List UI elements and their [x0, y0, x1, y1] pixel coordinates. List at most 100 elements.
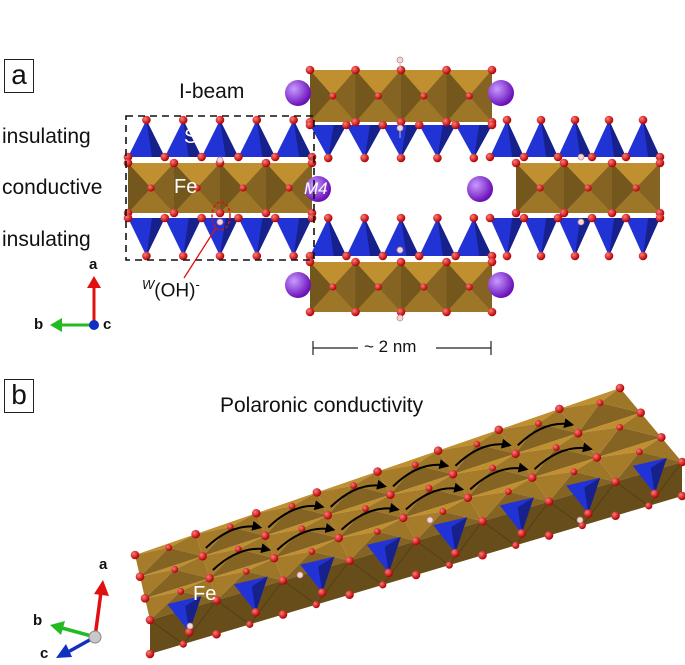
fe-octahedron-face	[355, 96, 401, 122]
si-tetrahedron-shade	[650, 457, 667, 494]
si-tetrahedron-shade	[643, 120, 660, 157]
fe-edge	[216, 599, 251, 625]
oxygen-atom	[160, 213, 170, 223]
fe-octahedron-face	[316, 471, 378, 493]
fe-octahedron-face	[612, 163, 636, 213]
oxygen-atom	[145, 615, 155, 625]
m4-cation	[285, 272, 311, 298]
oxygen-atom	[147, 184, 155, 192]
fe-octahedron-face	[596, 437, 662, 458]
fe-octahedron-face	[446, 70, 470, 122]
oxygen-atom	[411, 461, 419, 469]
fe-octahedron-face	[446, 287, 492, 312]
axis-label-a-center: c	[103, 316, 112, 333]
fe-edge	[382, 540, 417, 586]
hop-arrow	[329, 479, 388, 508]
si-tetrahedron-shade	[183, 120, 202, 157]
fe-octahedron-face	[266, 188, 312, 213]
oxygen-atom	[177, 587, 185, 595]
oxygen-atom	[511, 208, 521, 218]
oxygen-atom	[142, 115, 151, 125]
oh-dashed-circle	[211, 201, 231, 231]
si-tetrahedron-shade	[507, 120, 524, 157]
oxygen-atom	[638, 115, 648, 125]
oxygen-atom	[611, 477, 620, 487]
oxygen-atom	[373, 528, 381, 535]
oxygen-atom	[445, 561, 453, 569]
fe-octahedron-face	[452, 467, 493, 498]
fe-octahedron-face	[588, 163, 612, 213]
oxygen-atom	[655, 213, 665, 223]
fe-octahedron-face	[266, 163, 312, 188]
oxygen-atom	[198, 551, 207, 561]
oxygen-atom	[215, 208, 225, 218]
oxygen-atom	[239, 184, 247, 192]
fe-octahedron-face	[401, 287, 447, 312]
si-tetrahedron-shade	[473, 218, 492, 256]
oxygen-atom	[261, 158, 271, 168]
si-tetrahedron-shade	[541, 218, 558, 256]
oxygen-atom	[329, 92, 337, 100]
ibeam-dashed-box	[125, 115, 315, 261]
oxygen-atom	[360, 213, 369, 223]
oxygen-atom	[604, 251, 614, 261]
fe-octahedron-face	[446, 262, 492, 287]
axis-glyph-b	[50, 580, 109, 658]
fe-octahedron-face	[573, 457, 616, 482]
oxygen-atom	[587, 152, 597, 162]
oxygen-atom	[345, 556, 354, 566]
oxygen-atom	[512, 541, 520, 549]
oxygen-atom	[278, 576, 288, 585]
hydrogen-atom	[396, 246, 404, 254]
fe-octahedron-face	[401, 70, 424, 122]
hydrogen-atom	[216, 156, 224, 164]
fe-octahedron-face	[377, 450, 439, 472]
fe-octahedron-face	[469, 262, 492, 312]
oxygen-atom	[544, 531, 554, 540]
fe-octahedron-face	[197, 163, 220, 213]
fe-octahedron-face	[289, 163, 312, 213]
si-tetrahedron-shade	[328, 125, 347, 158]
si-tetrahedron-shade	[437, 218, 456, 256]
oxygen-atom	[226, 523, 234, 531]
fe-octahedron-face	[401, 262, 424, 312]
si-tetrahedron-shade	[541, 120, 558, 157]
fe-octahedron-face	[220, 188, 266, 213]
panel-letter-a: a	[4, 59, 34, 93]
oxygen-atom	[197, 152, 206, 162]
fe-octahedron-face	[310, 96, 356, 122]
oxygen-atom	[171, 566, 179, 573]
hop-arrow	[205, 520, 263, 549]
oxygen-atom	[193, 184, 201, 192]
oxygen-atom	[544, 497, 554, 506]
si-tetrahedron-shade	[575, 120, 592, 157]
fe-side-face	[216, 580, 283, 635]
oxygen-atom	[178, 251, 188, 261]
oxygen-atom	[329, 283, 337, 291]
fe-octahedron-face	[378, 70, 401, 122]
oxygen-atom	[396, 117, 406, 127]
oxygen-atom	[511, 449, 520, 458]
oxygen-atom	[489, 464, 496, 472]
polaron-hop-arrows	[205, 418, 593, 571]
fe-octahedron-face	[498, 423, 539, 454]
oxygen-atom	[442, 307, 451, 317]
fe-octahedron-face	[128, 163, 174, 188]
fe-octahedron-face	[311, 537, 350, 561]
oxygen-atom	[396, 65, 406, 75]
fe-octahedron-face	[128, 188, 174, 213]
fe-edge	[249, 580, 284, 625]
oxygen-atom	[179, 640, 187, 648]
fe-octahedron-face	[442, 497, 483, 522]
oxygen-atom	[414, 251, 424, 261]
oxygen-atoms-layer	[123, 65, 685, 659]
oxygen-atom	[485, 213, 495, 223]
fe-octahedron-face	[540, 163, 564, 213]
oxygen-atom	[386, 490, 395, 499]
fe-octahedron-face	[310, 70, 356, 96]
oxygen-atom	[578, 522, 586, 530]
si-tetrahedron-shade	[318, 556, 335, 593]
oxygen-atom	[511, 158, 521, 168]
oxygen-atom	[323, 510, 333, 520]
fe-label-a: Fe	[174, 176, 198, 198]
